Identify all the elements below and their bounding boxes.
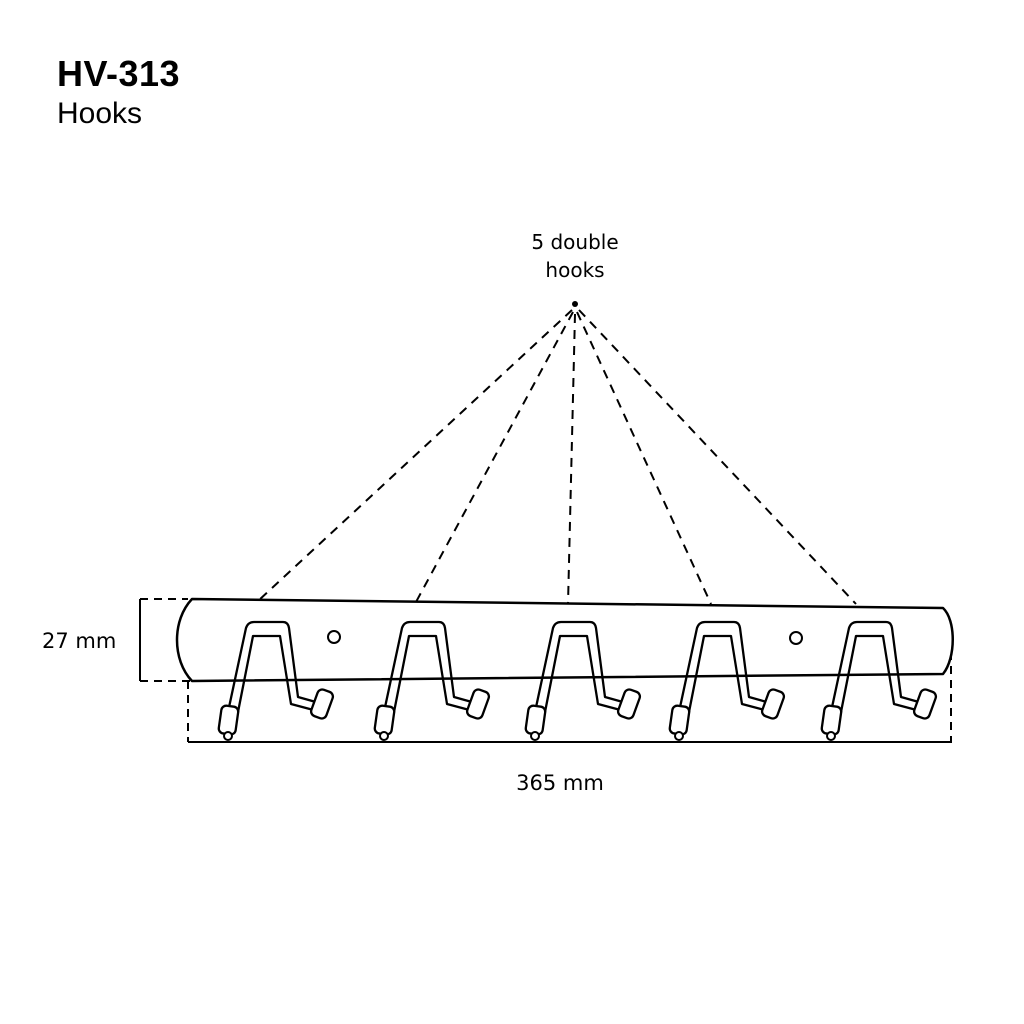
width-dimension-label: 365 mm: [516, 771, 604, 795]
leader-line-3: [567, 313, 576, 605]
leader-line-1: [257, 309, 573, 602]
hooks-callout-line-1: 5 double: [531, 230, 619, 254]
mounting-hole-right: [789, 631, 803, 645]
height-dimension-lines: [139, 598, 196, 682]
width-dimension-lines: [187, 652, 952, 743]
hook-rail: [175, 597, 954, 683]
callout-leader-lines: [257, 309, 857, 605]
callout-apex-dot: [572, 301, 578, 307]
leader-line-2: [415, 311, 574, 603]
mounting-hole-left: [327, 630, 341, 644]
hooks-callout-label: 5 double hooks: [490, 228, 660, 284]
leader-line-4: [576, 311, 712, 605]
height-dimension-label: 27 mm: [42, 629, 117, 653]
hooks-callout-line-2: hooks: [545, 258, 605, 282]
product-name: Hooks: [57, 97, 143, 130]
leader-line-5: [578, 309, 857, 605]
product-code: HV-313: [57, 53, 181, 94]
